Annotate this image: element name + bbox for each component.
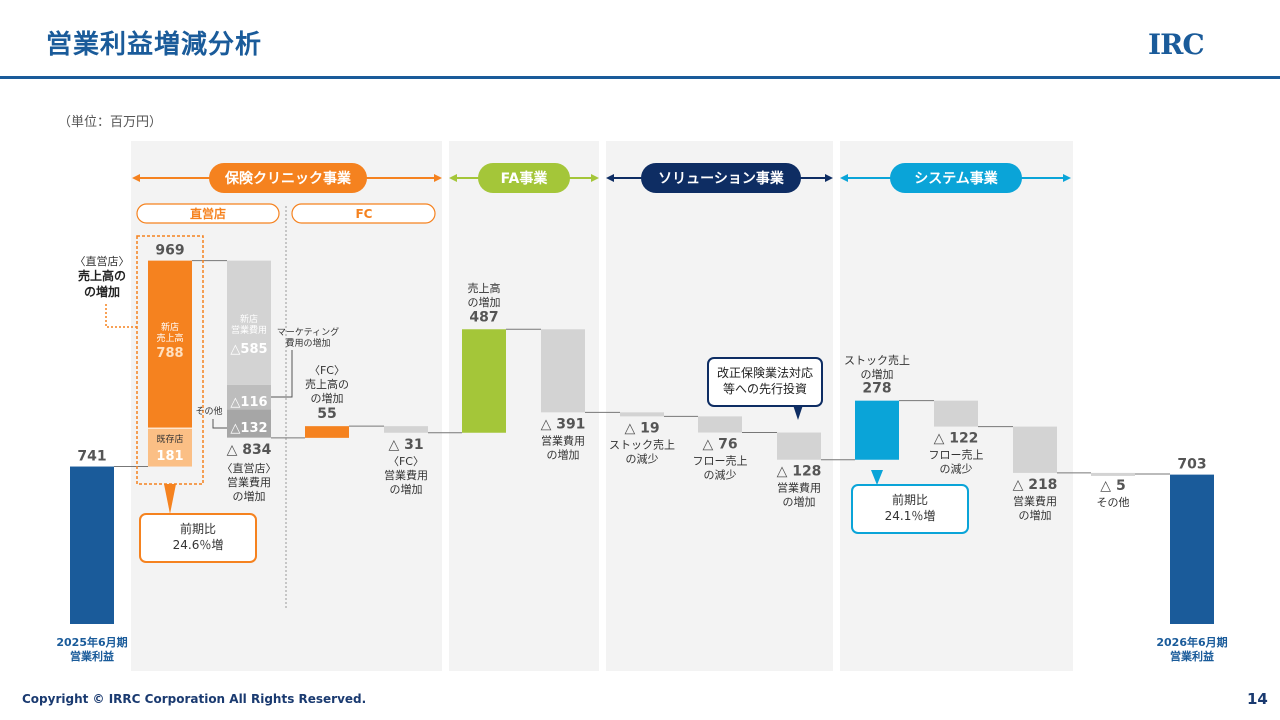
other-expense-leader	[212, 419, 227, 429]
bar-other	[1091, 472, 1135, 476]
bar-direct-marketing-value: △116	[230, 395, 267, 410]
bar-end-value: 703	[1177, 457, 1206, 473]
investment-box	[707, 357, 823, 407]
bar-direct-existing-label: 既存店	[156, 433, 183, 445]
bar-end	[1170, 474, 1214, 624]
bar-sol-flow	[698, 416, 742, 433]
bar-direct-other-value: △132	[230, 421, 267, 436]
bar-direct-newexp	[227, 260, 271, 385]
bar-direct-newexp-label: 新店営業費用	[231, 313, 267, 336]
title-divider	[0, 76, 1280, 79]
unit-label: （単位：百万円）	[58, 115, 163, 130]
page-number: 14	[1247, 690, 1268, 708]
sub-direct-pill	[136, 203, 280, 224]
bar-sol-stock	[620, 412, 664, 417]
segment-solution-label: ソリューション事業	[658, 170, 785, 187]
company-logo: IRC	[1148, 28, 1205, 61]
bar-direct-expense-value: △ 834	[227, 442, 272, 458]
bar-fc-sales-label: 〈FC〉売上高のの増加	[305, 364, 349, 405]
investment-pointer	[793, 405, 803, 420]
sub-fc-label: FC	[355, 207, 372, 221]
bar-sys-expense-label: 営業費用の増加	[1013, 494, 1057, 522]
bar-sol-expense	[777, 432, 821, 460]
bar-sol-stock-value: △ 19	[624, 420, 659, 436]
bar-fa-sales-value: 487	[469, 309, 498, 325]
bar-other-label: その他	[1097, 496, 1130, 509]
bar-direct-marketing	[227, 384, 271, 410]
bar-fc-expense-label: 〈FC〉営業費用の増加	[384, 455, 428, 496]
yoy-system-pointer	[871, 470, 883, 485]
segment-clinic-pill	[209, 163, 367, 193]
investment-text: 改正保険業法対応等への先行投資	[717, 366, 813, 396]
marketing-expense-leader	[271, 350, 293, 398]
bar-sol-expense-label: 営業費用の増加	[777, 481, 821, 509]
bar-direct-sales-value: 969	[155, 243, 184, 259]
bar-fa-sales	[462, 329, 506, 433]
bar-direct-expense-label: 〈直営店〉営業費用の増加	[222, 461, 277, 503]
yoy-clinic-pointer	[164, 484, 176, 514]
segment-system-pill	[890, 163, 1022, 193]
bar-fa-expense-value: △ 391	[541, 416, 586, 432]
bar-direct-existing	[148, 428, 192, 467]
sub-fc-pill	[291, 203, 436, 224]
yoy-system-box	[851, 484, 969, 534]
copyright: Copyright © IRRC Corporation All Rights …	[22, 692, 367, 706]
bar-sys-flow-value: △ 122	[934, 431, 979, 447]
bar-start-value: 741	[77, 449, 106, 465]
bar-fc-expense	[384, 426, 428, 433]
direct-sales-callout-body: 売上高のの増加	[78, 268, 126, 299]
bar-fa-expense	[541, 329, 585, 413]
bar-sys-expense	[1013, 426, 1057, 473]
other-expense-label: その他	[195, 405, 222, 417]
bar-fc-sales-value: 55	[317, 406, 336, 422]
sub-direct-label: 直営店	[190, 206, 226, 221]
bar-fa-sales-label: 売上高の増加	[468, 281, 501, 309]
direct-sales-callout-head: 〈直営店〉	[75, 254, 130, 268]
segment-fa-label: FA事業	[501, 170, 549, 187]
bar-sol-expense-value: △ 128	[777, 464, 822, 480]
segment-clinic-label: 保険クリニック事業	[224, 170, 352, 187]
bar-fc-expense-value: △ 31	[388, 437, 423, 453]
bar-sys-expense-value: △ 218	[1013, 477, 1058, 493]
bar-sol-stock-label: ストック売上の減少	[609, 438, 675, 465]
marketing-expense-label: マーケティング費用の増加	[277, 326, 339, 349]
bar-start	[70, 466, 114, 624]
bar-direct-existing-value: 181	[156, 449, 183, 464]
bar-direct-new-value: 788	[156, 346, 183, 361]
bar-fc-sales	[305, 426, 349, 438]
bar-sol-flow-value: △ 76	[702, 437, 737, 453]
segment-system-label: システム事業	[914, 170, 999, 187]
page-title: 営業利益増減分析	[46, 30, 263, 60]
bar-sol-flow-label: フロー売上の減少	[693, 455, 748, 482]
bar-sys-stock-value: 278	[862, 381, 891, 397]
bar-sys-stock-label: ストック売上の増加	[844, 354, 910, 381]
bar-sys-flow-label: フロー売上の減少	[929, 449, 984, 476]
bar-sys-stock	[855, 400, 899, 460]
bar-direct-new-label: 新店売上高	[156, 321, 183, 344]
segment-fa-pill	[478, 163, 570, 193]
bar-end-label: 2026年6月期営業利益	[1156, 635, 1227, 663]
segment-solution-pill	[641, 163, 801, 193]
bar-direct-newexp-value: △585	[230, 342, 267, 357]
bar-direct-other	[227, 409, 271, 438]
bar-direct-new	[148, 260, 192, 429]
bar-fa-expense-label: 営業費用の増加	[541, 433, 585, 461]
bar-other-value: △ 5	[1100, 478, 1125, 494]
bar-sys-flow	[934, 400, 978, 427]
bar-start-label: 2025年6月期営業利益	[56, 635, 127, 663]
yoy-clinic-box	[139, 513, 257, 563]
